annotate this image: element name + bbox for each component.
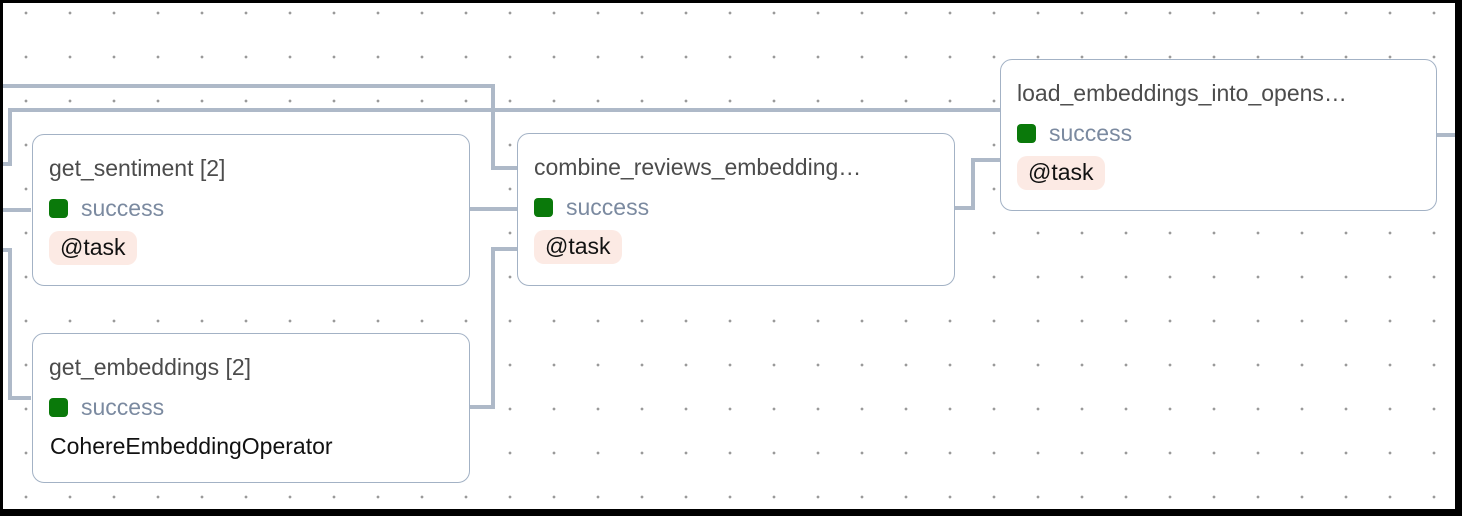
task-operator-badge: @task <box>49 231 137 265</box>
task-status-row: success <box>49 195 453 221</box>
task-status-row: success <box>49 394 453 420</box>
task-title: load_embeddings_into_opens… <box>1017 80 1347 106</box>
edge-offscreen-to-load <box>0 108 1000 166</box>
task-node-load-embeddings-into-opensearch[interactable]: load_embeddings_into_opens… success @tas… <box>1000 59 1437 211</box>
edge-get-embeddings-to-combine <box>470 247 517 409</box>
status-success-icon <box>534 197 553 217</box>
task-operator-row: @task <box>534 230 938 264</box>
task-operator-badge: @task <box>1017 156 1105 190</box>
task-title: get_embeddings [2] <box>49 354 252 380</box>
task-status-label: success <box>81 195 165 221</box>
window-frame-bottom <box>0 509 1462 516</box>
task-operator-label: CohereEmbeddingOperator <box>50 433 333 459</box>
task-status-label: success <box>81 394 165 420</box>
task-operator-badge: @task <box>534 230 622 264</box>
task-title: get_sentiment [2] <box>49 155 226 181</box>
window-frame-right <box>1455 0 1462 516</box>
task-operator-row: CohereEmbeddingOperator <box>49 430 453 464</box>
task-status-label: success <box>1049 120 1133 146</box>
edge-combine-to-load <box>955 158 1000 210</box>
task-title: combine_reviews_embedding… <box>534 154 862 180</box>
task-node-get-sentiment[interactable]: get_sentiment [2] success @task <box>32 134 470 286</box>
status-success-icon <box>1017 123 1036 143</box>
task-operator-row: @task <box>1017 156 1420 190</box>
window-frame-top <box>0 0 1462 3</box>
task-operator-row: @task <box>49 231 453 265</box>
edge-offscreen-to-get-embeddings <box>0 248 31 400</box>
window-frame-left <box>0 0 3 516</box>
task-status-row: success <box>534 194 938 220</box>
task-status-label: success <box>566 194 650 220</box>
status-success-icon <box>49 198 68 218</box>
edge-offscreen-to-combine <box>0 84 517 170</box>
task-node-get-embeddings[interactable]: get_embeddings [2] success CohereEmbeddi… <box>32 333 470 483</box>
task-status-row: success <box>1017 120 1420 146</box>
status-success-icon <box>49 397 68 417</box>
task-node-combine-reviews-embeddings[interactable]: combine_reviews_embedding… success @task <box>517 133 955 286</box>
